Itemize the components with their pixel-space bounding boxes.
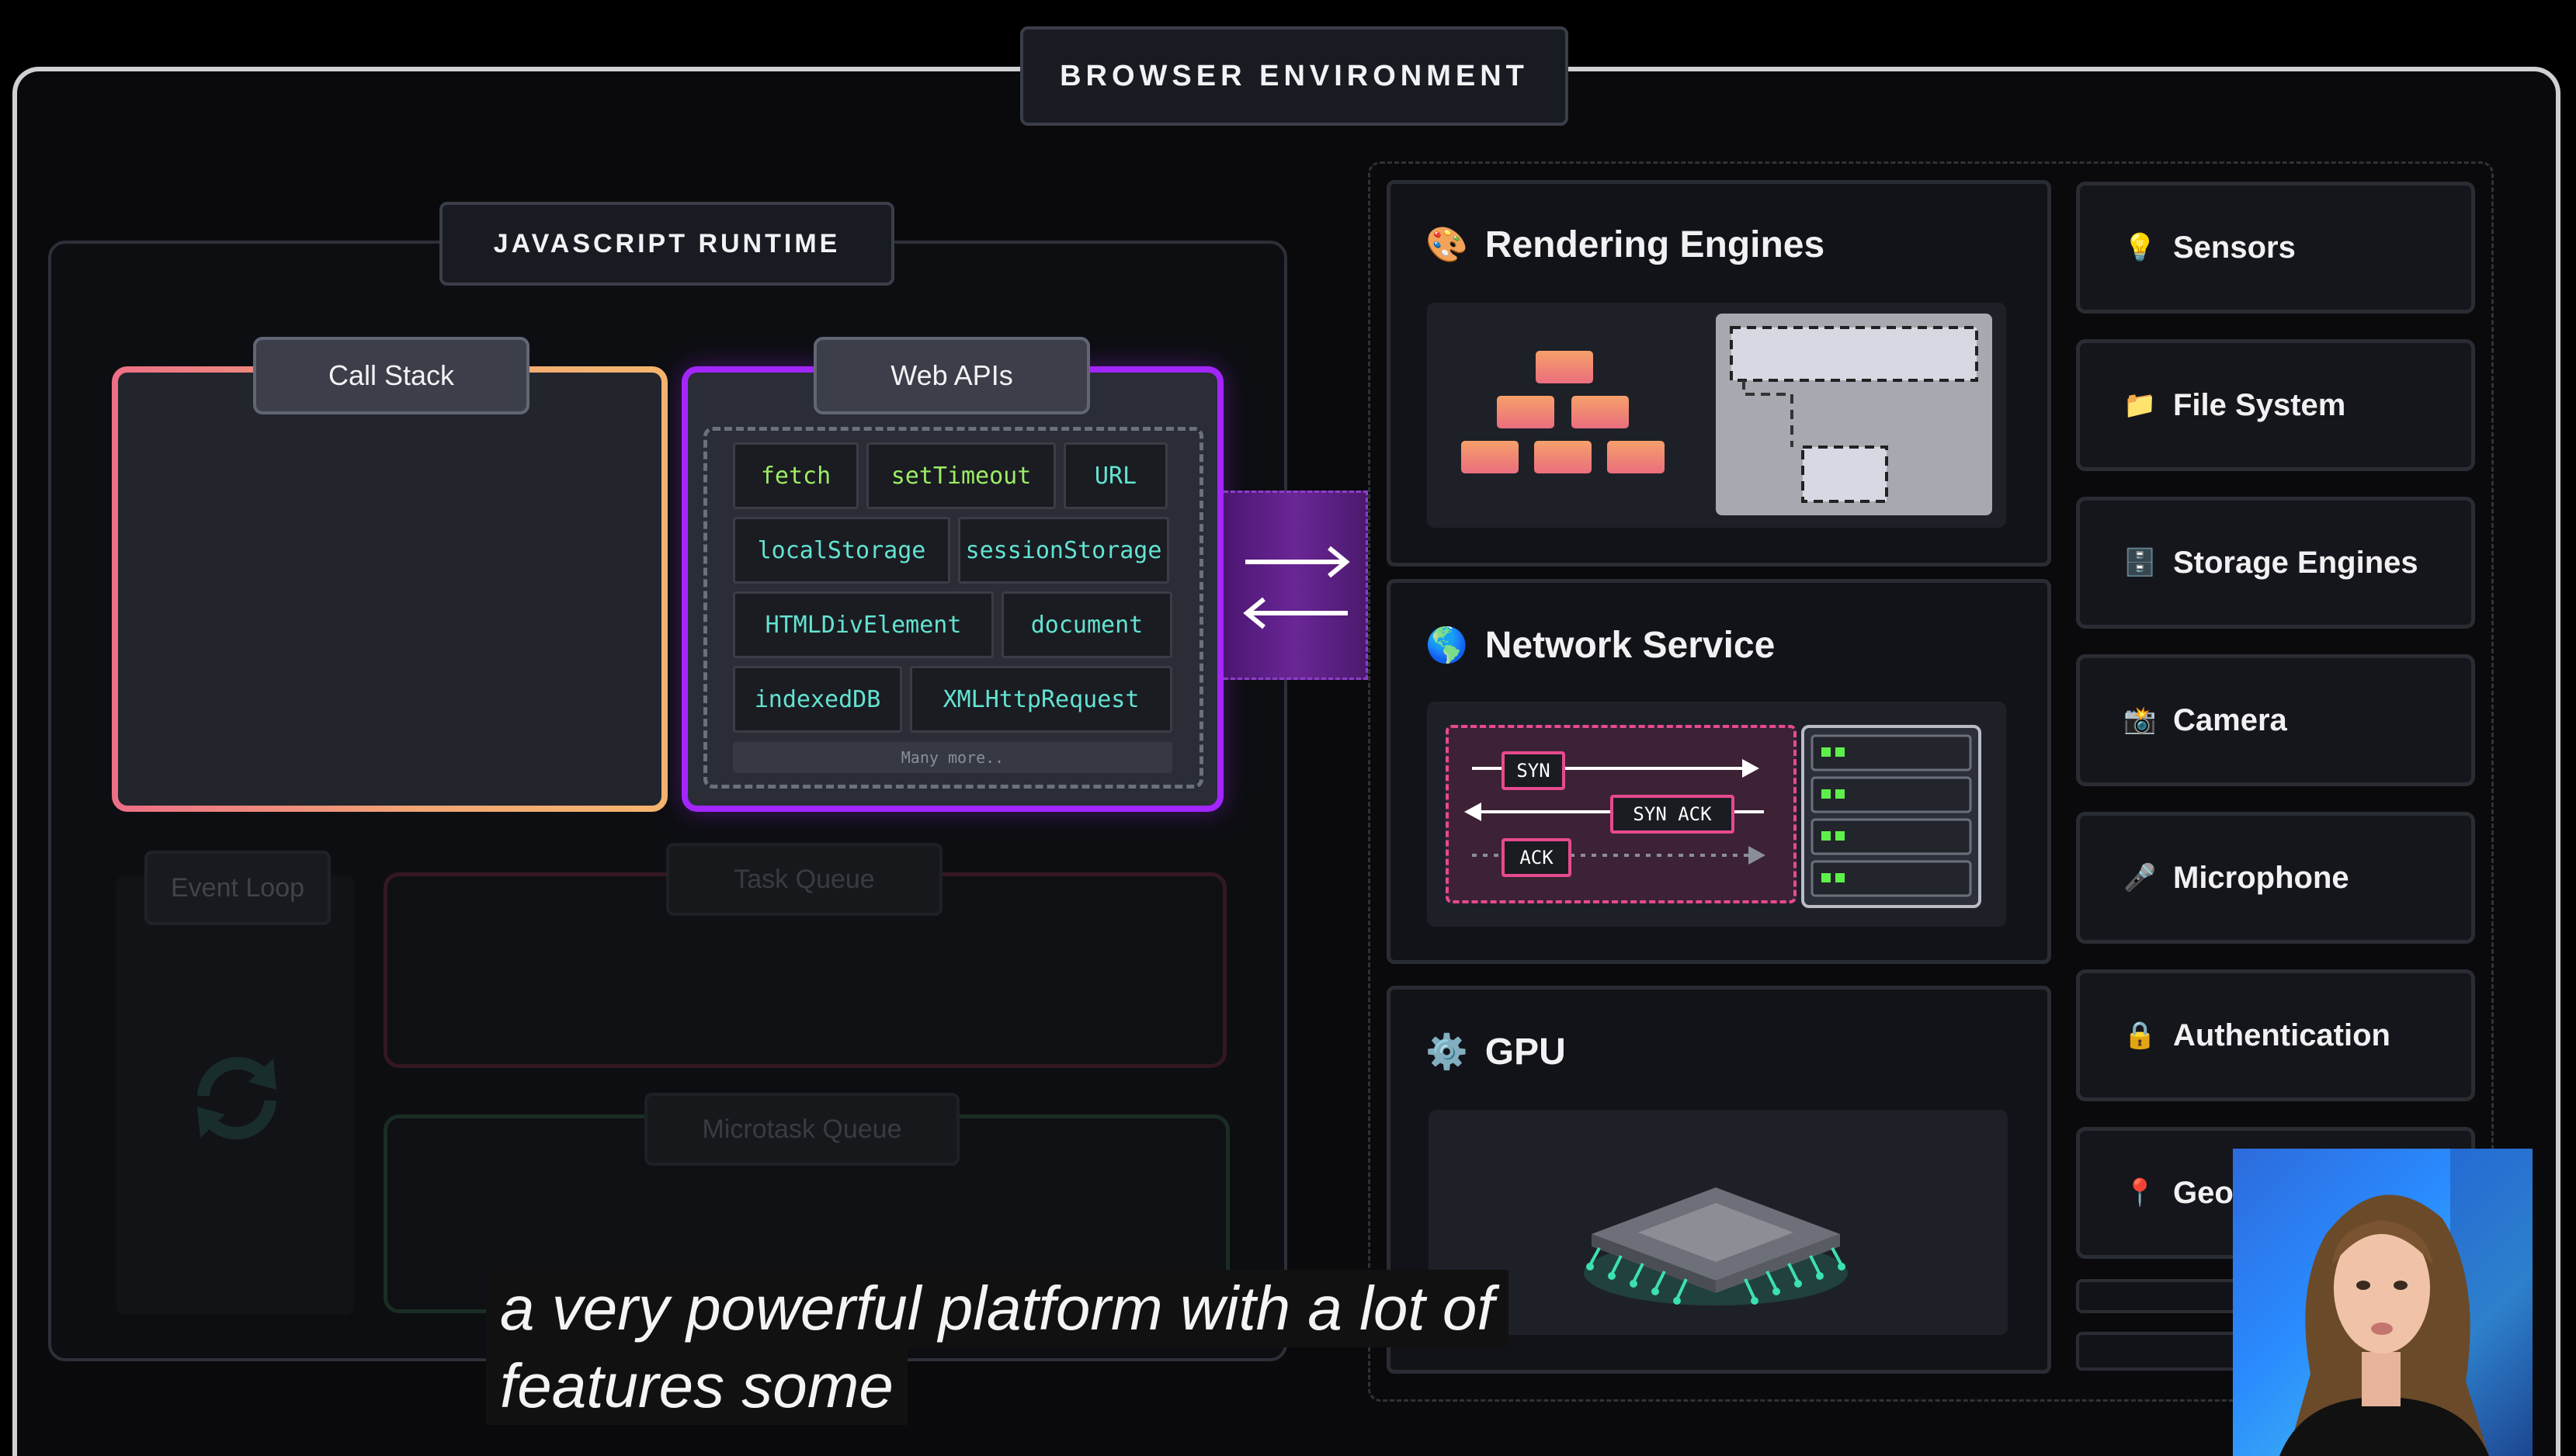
browser-environment-title: BROWSER ENVIRONMENT bbox=[1020, 26, 1568, 126]
javascript-runtime-title: JAVASCRIPT RUNTIME bbox=[439, 202, 894, 286]
gear-icon: ⚙️ bbox=[1425, 1033, 1468, 1071]
call-stack-box bbox=[112, 366, 668, 812]
api-many-more: Many more.. bbox=[733, 742, 1172, 773]
gpu-heading: ⚙️ GPU bbox=[1425, 1024, 1566, 1079]
web-apis-title: Web APIs bbox=[814, 337, 1090, 414]
syn-label: SYN bbox=[1502, 751, 1565, 790]
sensors-label: Sensors bbox=[2173, 230, 2296, 265]
server-rack-icon bbox=[1801, 725, 1981, 908]
rendering-engines-illustration bbox=[1427, 303, 2006, 528]
gpu-illustration bbox=[1429, 1110, 2008, 1335]
web-apis-dashed-area bbox=[703, 427, 1203, 789]
palette-icon: 🎨 bbox=[1425, 226, 1468, 264]
folder-icon: 📁 bbox=[2123, 390, 2157, 420]
camera-item: 📸 Camera bbox=[2076, 654, 2475, 786]
microphone-item: 🎤 Microphone bbox=[2076, 812, 2475, 944]
pin-icon: 📍 bbox=[2123, 1178, 2157, 1208]
authentication-item: 🔒 Authentication bbox=[2076, 969, 2475, 1101]
file-system-item: 📁 File System bbox=[2076, 339, 2475, 471]
presenter-image bbox=[2279, 1149, 2533, 1456]
ack-label: ACK bbox=[1502, 838, 1571, 877]
syn-ack-label: SYN ACK bbox=[1610, 795, 1734, 834]
task-queue-box bbox=[384, 872, 1227, 1068]
refresh-cycle-icon bbox=[197, 1056, 276, 1140]
microtask-queue-title: Microtask Queue bbox=[644, 1093, 960, 1166]
caption-line-1: a very powerful platform with a lot of bbox=[486, 1270, 1508, 1347]
api-fetch: fetch bbox=[733, 442, 859, 509]
lock-icon: 🔒 bbox=[2123, 1021, 2157, 1050]
services-area bbox=[1368, 161, 2494, 1402]
geolocation-label: Geol bbox=[2173, 1175, 2242, 1210]
storage-engines-label: Storage Engines bbox=[2173, 545, 2418, 580]
event-loop-title: Event Loop bbox=[144, 851, 331, 925]
file-system-label: File System bbox=[2173, 387, 2346, 422]
bulb-icon: 💡 bbox=[2123, 233, 2157, 262]
event-loop-box bbox=[116, 875, 354, 1315]
runtime-services-bridge bbox=[1224, 491, 1368, 680]
microphone-label: Microphone bbox=[2173, 860, 2349, 895]
network-service-heading: 🌎 Network Service bbox=[1425, 618, 1775, 672]
api-sessionstorage: sessionStorage bbox=[958, 517, 1169, 584]
gpu-title: GPU bbox=[1484, 1031, 1566, 1073]
camera-icon: 📸 bbox=[2123, 705, 2157, 735]
camera-label: Camera bbox=[2173, 702, 2287, 737]
storage-engines-item: 🗄️ Storage Engines bbox=[2076, 497, 2475, 629]
api-settimeout: setTimeout bbox=[866, 442, 1056, 509]
task-queue-title: Task Queue bbox=[666, 843, 943, 916]
globe-icon: 🌎 bbox=[1425, 626, 1468, 664]
authentication-label: Authentication bbox=[2173, 1017, 2390, 1052]
network-handshake-illustration: SYN SYN ACK ACK bbox=[1427, 702, 2006, 927]
bidirectional-arrows-icon bbox=[1243, 546, 1350, 629]
api-document: document bbox=[1002, 591, 1172, 658]
caption-line-2: features some bbox=[486, 1347, 908, 1425]
call-stack-title: Call Stack bbox=[253, 337, 529, 414]
rendering-engines-heading: 🎨 Rendering Engines bbox=[1425, 217, 1824, 272]
sensors-item: 💡 Sensors bbox=[2076, 182, 2475, 314]
cabinet-icon: 🗄️ bbox=[2123, 548, 2157, 577]
presenter-webcam bbox=[2233, 1149, 2533, 1456]
api-indexeddb: indexedDB bbox=[733, 666, 902, 733]
api-xmlhttprequest: XMLHttpRequest bbox=[910, 666, 1172, 733]
api-url: URL bbox=[1064, 442, 1168, 509]
microphone-icon: 🎤 bbox=[2123, 863, 2157, 893]
api-htmldivelement: HTMLDivElement bbox=[733, 591, 994, 658]
layout-illustration bbox=[1716, 314, 1992, 515]
dom-tree-illustration bbox=[1461, 351, 1665, 473]
api-localstorage: localStorage bbox=[733, 517, 950, 584]
chip-icon bbox=[1584, 1187, 1848, 1305]
network-service-title: Network Service bbox=[1484, 624, 1776, 666]
rendering-engines-title: Rendering Engines bbox=[1484, 224, 1825, 265]
